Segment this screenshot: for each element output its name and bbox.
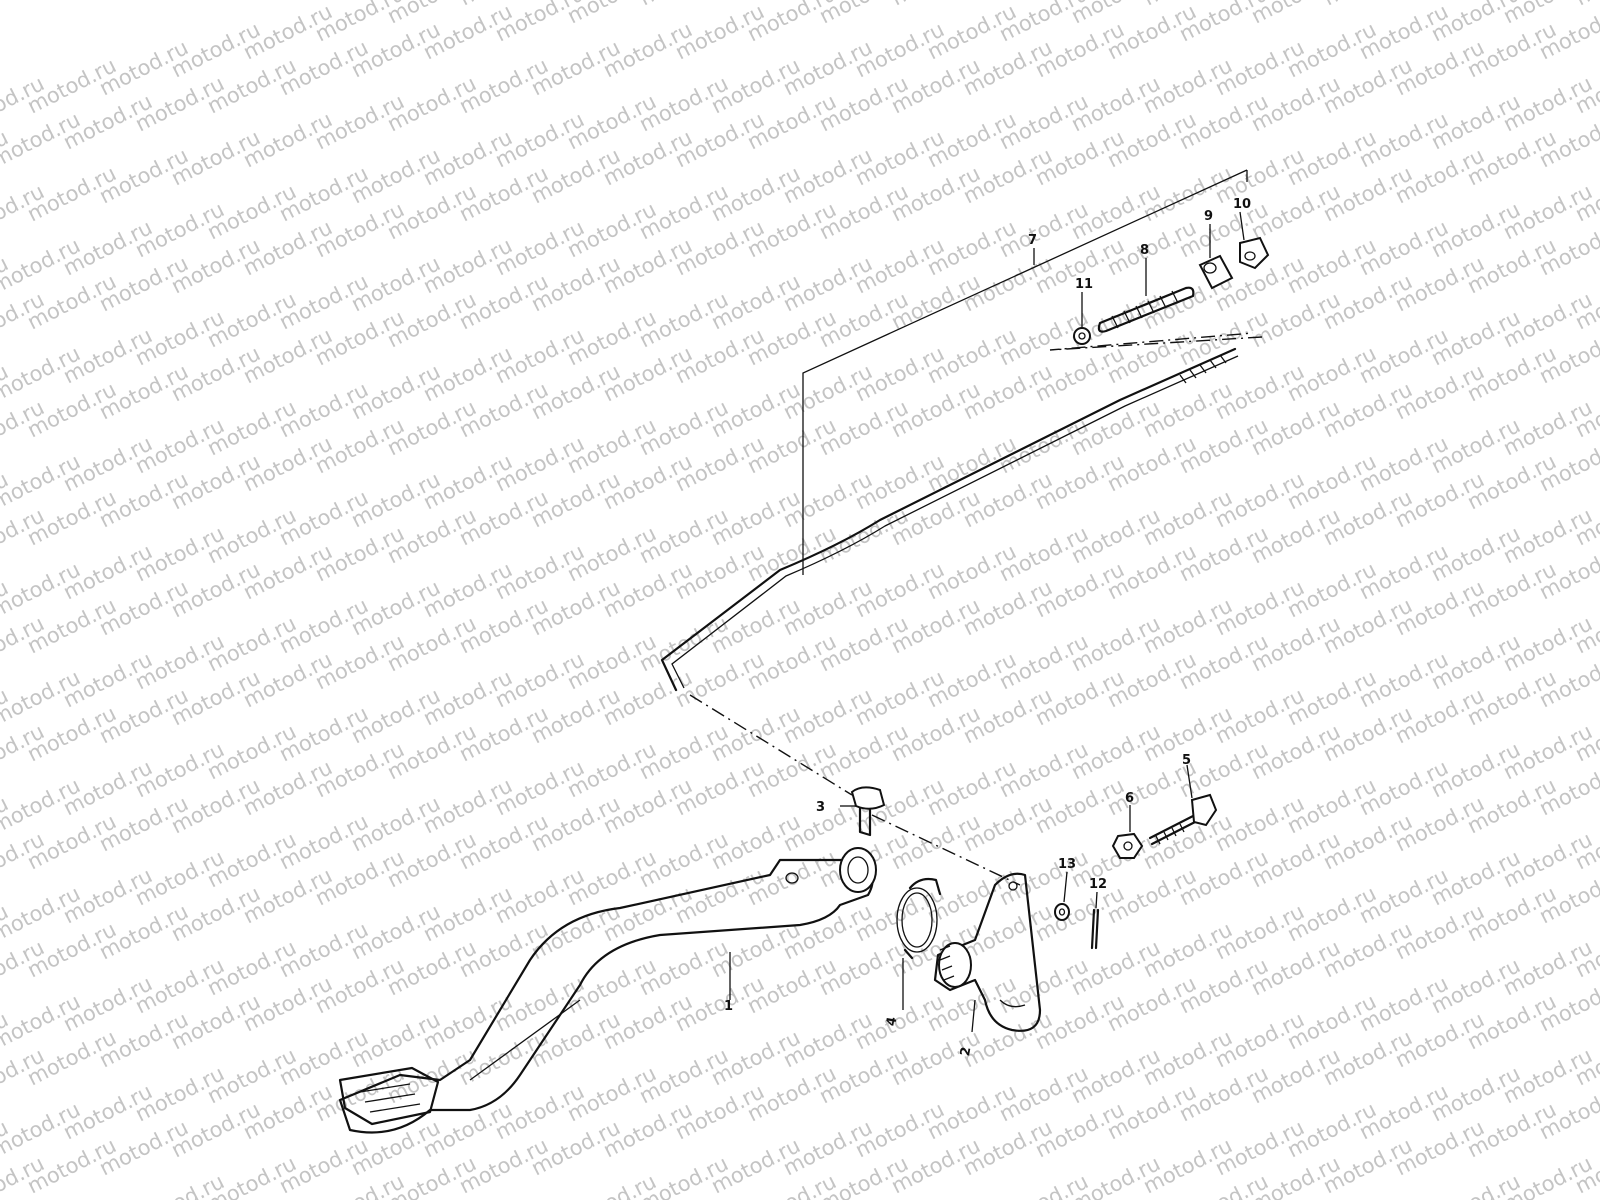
- callout-8: 8: [1140, 243, 1149, 258]
- rod-joint: [1198, 254, 1234, 290]
- brake-pedal: [338, 847, 877, 1134]
- callout-6: 6: [1125, 791, 1134, 806]
- brake-cam-lever: [933, 872, 1042, 1032]
- callout-12: 12: [1089, 877, 1107, 892]
- callout-13: 13: [1058, 857, 1076, 872]
- callout-11: 11: [1075, 277, 1093, 292]
- callout-10: 10: [1233, 197, 1251, 212]
- callout-4: 4: [884, 1016, 900, 1028]
- washer: [1073, 327, 1091, 345]
- bolt: [1148, 793, 1218, 846]
- watermark-text: motod.ru: [635, 0, 732, 10]
- adjuster-nut: [1239, 236, 1270, 270]
- pivot-bolt: [850, 786, 886, 837]
- callout-1: 1: [724, 999, 733, 1014]
- nut: [1111, 832, 1144, 859]
- callout-2: 2: [958, 1046, 974, 1058]
- callout-3: 3: [816, 800, 825, 815]
- callout-5: 5: [1182, 753, 1191, 768]
- callout-7: 7: [1028, 233, 1037, 248]
- cotter-pin: [1090, 908, 1100, 950]
- small-washer: [1054, 903, 1070, 921]
- rod-spring: [1097, 286, 1195, 333]
- callout-9: 9: [1204, 209, 1213, 224]
- watermark-text: motod.ru: [1319, 0, 1416, 10]
- watermark-text: motod.ru: [1571, 0, 1600, 10]
- assembly-centerlines: [689, 332, 1263, 886]
- watermark-text: motod.ru: [887, 0, 984, 10]
- callout-leaders: [729, 211, 1245, 1033]
- callout-labels: 1 2 3 4 5 6 7 8 9 10 11 12 13: [724, 197, 1251, 1057]
- brake-rod: [660, 169, 1248, 692]
- return-spring: [896, 877, 942, 960]
